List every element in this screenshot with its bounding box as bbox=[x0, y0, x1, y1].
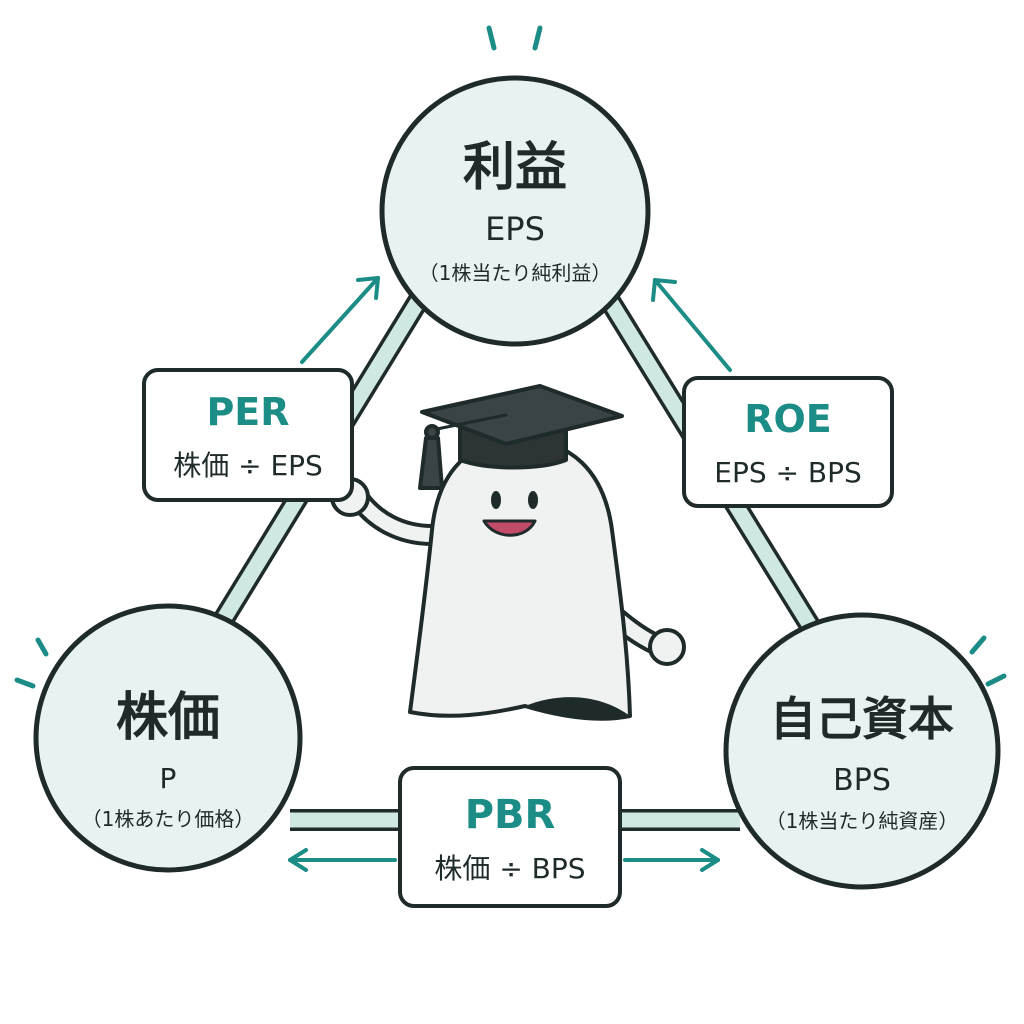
ratio-box-per-frame bbox=[142, 368, 354, 502]
ratio-box-per: PER 株価 ÷ EPS bbox=[142, 368, 354, 502]
node-profit-desc: （1株当たり純利益） bbox=[419, 261, 612, 285]
mascot-right-hand bbox=[648, 628, 686, 666]
mascot-tassel bbox=[418, 436, 444, 490]
mascot-tassel-cord bbox=[430, 413, 508, 432]
node-price-title: 株価 bbox=[116, 688, 220, 748]
node-equity-abbr: BPS bbox=[833, 763, 891, 798]
node-equity-title: 自己資本 bbox=[770, 692, 954, 746]
mascot-left-eye bbox=[491, 491, 501, 509]
ratio-pbr-abbr: PBR bbox=[465, 792, 556, 838]
node-equity-circle bbox=[723, 612, 1001, 890]
node-equity: 自己資本 BPS （1株当たり純資産） bbox=[723, 612, 1001, 890]
ratio-roe-abbr: ROE bbox=[744, 397, 832, 441]
sparkle-accents bbox=[14, 25, 1007, 689]
ratio-per-abbr: PER bbox=[206, 390, 289, 434]
ratio-per-formula: 株価 ÷ EPS bbox=[173, 449, 323, 482]
arrow-per bbox=[300, 276, 380, 364]
ratio-pbr-formula: 株価 ÷ BPS bbox=[434, 852, 585, 885]
ratio-roe-formula: EPS ÷ BPS bbox=[714, 456, 861, 489]
mascot-shadow bbox=[525, 697, 630, 719]
ratio-box-pbr-frame bbox=[398, 766, 622, 908]
graduate-ghost-icon bbox=[330, 384, 686, 721]
mascot-mouth bbox=[482, 519, 537, 537]
arrow-pbr-right bbox=[623, 848, 720, 872]
node-price-desc: （1株あたり価格） bbox=[82, 807, 255, 831]
node-price-circle bbox=[33, 603, 303, 873]
ratio-box-roe-frame bbox=[682, 376, 894, 508]
node-profit-title: 利益 bbox=[463, 138, 567, 198]
direction-arrows bbox=[288, 276, 732, 872]
node-profit: 利益 EPS （1株当たり純利益） bbox=[379, 75, 651, 347]
mascot-cap-board bbox=[420, 384, 624, 446]
node-price-abbr: P bbox=[160, 762, 177, 795]
ratio-box-pbr: PBR 株価 ÷ BPS bbox=[398, 766, 622, 908]
arrow-roe bbox=[651, 278, 732, 372]
node-price: 株価 P （1株あたり価格） bbox=[33, 603, 303, 873]
arrow-pbr-left bbox=[288, 848, 397, 872]
ratio-box-roe: ROE EPS ÷ BPS bbox=[682, 376, 894, 508]
node-profit-circle bbox=[379, 75, 651, 347]
node-profit-abbr: EPS bbox=[485, 210, 545, 248]
mascot-right-eye bbox=[528, 491, 538, 509]
node-equity-desc: （1株当たり純資産） bbox=[766, 809, 959, 833]
